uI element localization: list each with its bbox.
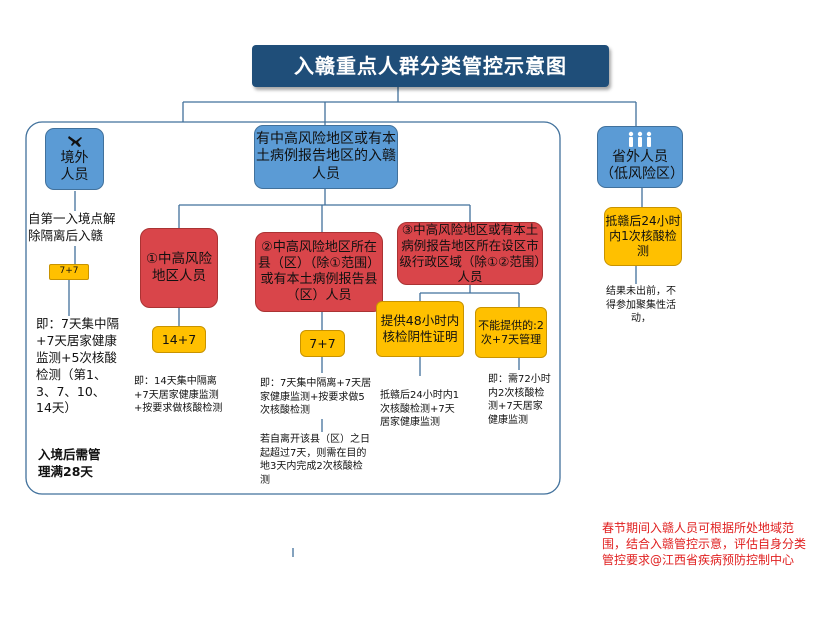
overseas-label: 境外人员	[60, 149, 89, 184]
category2-note: 即：7天集中隔离+7天居家健康监测+按要求做5次核酸检测	[260, 378, 372, 416]
overseas-note-detail: 即：7天集中隔+7天居家健康监测+5次核酸检测（第1、3、7、10、14天）	[36, 316, 119, 416]
overseas-badge: 7+7	[49, 264, 89, 280]
category1-note: 即：14天集中隔离+7天居家健康监测+按要求做核酸检测	[134, 376, 223, 414]
category2-note-leave: 若自离开该县（区）之日起超过7天，则需在目的地3天内完成2次核酸检测	[260, 434, 370, 486]
category1-box: ①中高风险地区人员	[140, 228, 218, 308]
overseas-note-entry: 自第一入境点解除隔离后入赣	[28, 211, 116, 243]
category2-badge: 7+7	[300, 330, 345, 357]
category3-option-proof-note: 抵赣后24小时内1次核酸检测+7天居家健康监测	[380, 390, 460, 428]
group-frame	[25, 121, 561, 495]
category3-box: ③中高风险地区或有本土病例报告地区所在设区市级行政区域（除①②范围）人员	[397, 222, 543, 285]
domestic-box: 省外人员（低风险区）	[597, 126, 684, 188]
domestic-label: 省外人员（低风险区）	[600, 148, 684, 183]
category1-badge: 14+7	[152, 326, 206, 353]
page-title: 入赣重点人群分类管控示意图	[252, 45, 609, 87]
risk-area-box: 有中高风险地区或有本土病例报告地区的入赣人员	[254, 125, 398, 189]
overseas-note-28days: 入境后需管理满28天	[38, 447, 101, 479]
category3-option-noproof: 不能提供的:2次+7天管理	[475, 307, 547, 358]
domestic-badge: 抵赣后24小时内1次核酸检测	[604, 207, 682, 266]
category3-option-noproof-note: 即：需72小时内2次核酸检测+7天居家健康监测	[488, 374, 551, 426]
footer-note: 春节期间入赣人员可根据所处地域范围，结合入赣管控示意，评估自身分类管控要求@江西…	[602, 521, 807, 568]
overseas-box: 境外人员	[45, 128, 104, 190]
airplane-icon	[67, 135, 82, 147]
domestic-note: 结果未出前，不得参加聚集性活动，	[606, 286, 676, 324]
category3-option-proof: 提供48小时内核检阴性证明	[376, 301, 464, 357]
category2-box: ②中高风险地区所在县（区）（除①范围）或有本土病例报告县（区）人员	[255, 232, 383, 312]
people-icon	[628, 131, 652, 147]
